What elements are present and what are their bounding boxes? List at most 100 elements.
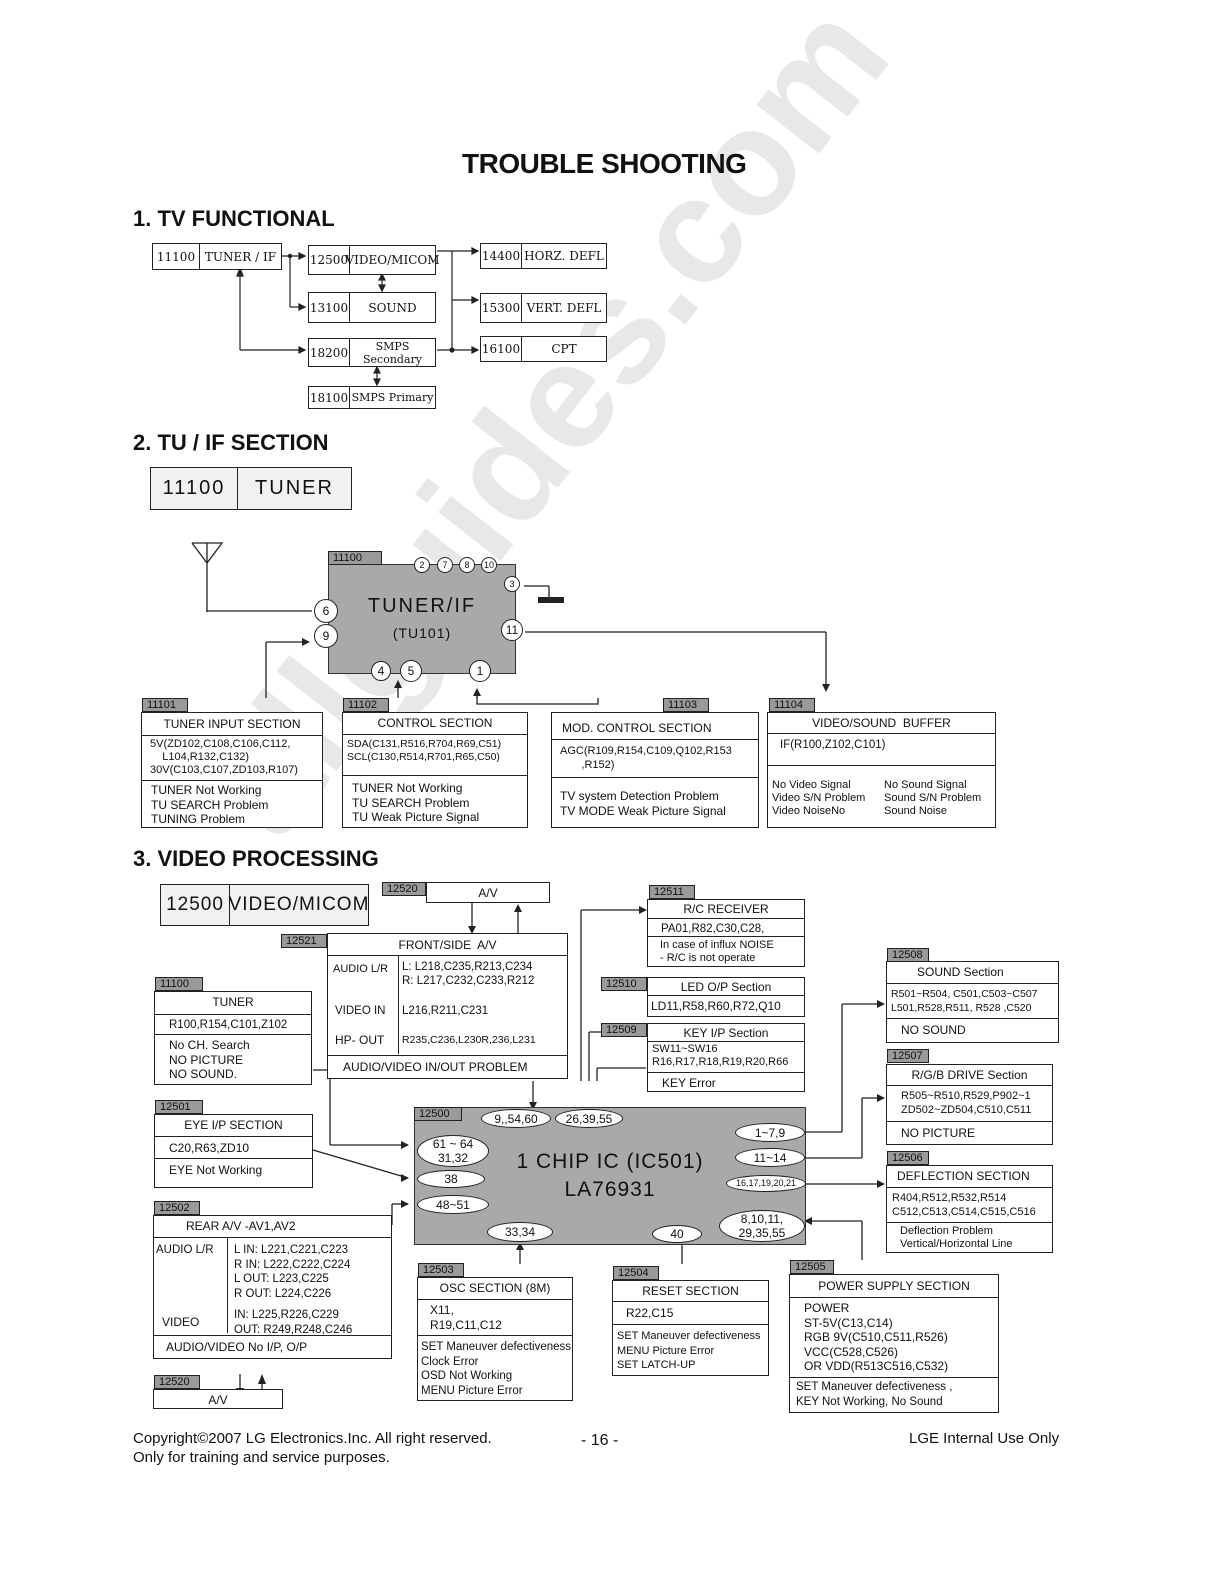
tuif-header-box: 11100 TUNER <box>150 467 352 510</box>
func-label: SMPS Secondary <box>349 339 435 366</box>
section-title: FRONT/SIDE A/V <box>398 938 497 952</box>
chip-name: 1 CHIP IC (IC501) <box>516 1150 704 1173</box>
section-parts: 5V(ZD102,C108,C106,C112, L104,R132,C132)… <box>150 738 298 776</box>
section-title: EYE I/P SECTION <box>184 1118 283 1132</box>
video-tuner-section: TUNER R100,R154,C101,Z102 No CH. Search … <box>154 991 312 1085</box>
section-title: TUNER <box>212 995 254 1009</box>
section-title: TUNER INPUT SECTION <box>163 717 301 731</box>
section-parts: AGC(R109,R154,C109,Q102,R153 ,R152) <box>560 745 732 771</box>
section-note: In case of influx NOISE - R/C is not ope… <box>660 939 774 964</box>
func-code: 16100 <box>481 342 521 356</box>
rgb-tag: 12507 <box>887 1049 929 1063</box>
footer-page-number: - 16 - <box>581 1432 619 1449</box>
rgb-drive-section: R/G/B DRIVE Section R505~R510,R529,P902~… <box>886 1064 1053 1145</box>
func-box-smps-primary: 18100 SMPS Primary <box>308 386 436 409</box>
func-box-horz-defl: 14400 HORZ. DEFL <box>480 243 607 269</box>
section-parts: C20,R63,ZD10 <box>169 1141 250 1155</box>
func-box-vert-defl: 15300 VERT. DEFL <box>480 293 607 323</box>
av-label: A/V <box>478 886 498 900</box>
front-side-av-section: FRONT/SIDE A/V AUDIO L/R L: L218,C235,R2… <box>327 933 568 1079</box>
section-parts: SDA(C131,R516,R704,R69,C51) SCL(C130,R51… <box>347 738 502 763</box>
power-supply-section: POWER SUPPLY SECTION POWER ST-5V(C13,C14… <box>789 1274 999 1413</box>
section-title: CONTROL SECTION <box>377 716 493 730</box>
chip-pin-group: 16,17,19,20,21 <box>726 1175 806 1192</box>
func-code: 12500 <box>309 253 349 267</box>
section-title: R/C RECEIVER <box>683 902 769 916</box>
section-heading-video-processing: 3. VIDEO PROCESSING <box>133 846 379 871</box>
section-title: VIDEO/SOUND BUFFER <box>812 716 951 730</box>
hp-out-parts: R235,C236,L230R,236,L231 <box>402 1034 536 1046</box>
video-tuner-tag: 11100 <box>155 977 203 991</box>
osc-section: OSC SECTION (8M) X11, R19,C11,C12 SET Ma… <box>417 1277 573 1401</box>
func-box-smps-secondary: 18200 SMPS Secondary <box>308 338 436 367</box>
func-label: SMPS Primary <box>349 387 435 408</box>
tuner-pin: 6 <box>314 599 338 623</box>
tuner-pin: 5 <box>400 660 422 682</box>
tuner-chip-tag: 11100 <box>328 551 382 565</box>
section-parts: R505~R510,R529,P902~1 ZD502~ZD504,C510,C… <box>901 1090 1032 1116</box>
section-symptoms: TV system Detection Problem TV MODE Weak… <box>560 789 726 818</box>
section-heading-tv-functional: 1. TV FUNCTIONAL <box>133 206 335 231</box>
audio-parts: L IN: L221,C221,C223 R IN: L222,C222,C22… <box>234 1244 351 1300</box>
section-symptoms: NO PICTURE <box>901 1126 976 1140</box>
section-title: LED O/P Section <box>680 980 772 994</box>
section-symptoms-video: No Video Signal Video S/N Problem Video … <box>772 779 866 817</box>
led-op-section: LED O/P Section LD11,R58,R60,R72,Q10 <box>647 977 805 1017</box>
osc-tag: 12503 <box>418 1263 464 1277</box>
deflection-section: DEFLECTION SECTION R404,R512,R532,R514 C… <box>886 1165 1053 1253</box>
func-label: VIDEO/MICOM <box>346 246 440 274</box>
func-label: VERT. DEFL <box>521 294 606 322</box>
sound-tag: 12508 <box>887 948 929 962</box>
tuner-pin: 1 <box>469 660 491 682</box>
section-parts: R501~R504, C501,C503~C507 L501,R528,R511… <box>891 988 1038 1014</box>
section-symptoms: EYE Not Working <box>169 1163 263 1177</box>
func-label: SOUND <box>349 293 435 322</box>
section-title: KEY I/P Section <box>683 1026 769 1040</box>
video-header-box: 12500 VIDEO/MICOM <box>160 884 369 926</box>
section-parts: PA01,R82,C30,C28, <box>661 923 765 935</box>
video-label: VIDEO <box>162 1315 200 1329</box>
section-symptoms: TUNER Not Working TU SEARCH Problem TUNI… <box>151 783 269 826</box>
func-code: 13100 <box>309 300 349 315</box>
power-tag: 12505 <box>790 1260 834 1274</box>
func-code: 15300 <box>481 301 521 315</box>
tuif-header-label: TUNER <box>237 468 351 509</box>
front-side-tag: 12521 <box>281 934 327 948</box>
chip-pin-group: 26,39,55 <box>555 1109 623 1128</box>
chip-pin-group: 40 <box>652 1225 702 1243</box>
led-tag: 12510 <box>601 977 647 991</box>
av-bottom-tag: 12520 <box>154 1375 200 1389</box>
eye-tag: 12501 <box>155 1100 203 1114</box>
buffer-section-tag: 11104 <box>769 698 815 712</box>
tuner-pin: 4 <box>371 661 391 681</box>
tuner-pin: 3 <box>504 576 520 592</box>
section-title: RESET SECTION <box>642 1284 739 1298</box>
av-label: A/V <box>208 1393 228 1407</box>
footer-training: Only for training and service purposes. <box>133 1449 390 1466</box>
tuner-input-section: TUNER INPUT SECTION 5V(ZD102,C108,C106,C… <box>141 712 323 828</box>
section-parts: R22,C15 <box>626 1306 674 1320</box>
key-tag: 12509 <box>601 1023 647 1037</box>
tuner-pin: 10 <box>481 557 497 573</box>
page-title: TROUBLE SHOOTING <box>462 148 747 179</box>
func-code: 18200 <box>309 345 349 360</box>
footer-internal: LGE Internal Use Only <box>909 1430 1060 1447</box>
chip-pin-group: 1~7,9 <box>735 1123 805 1142</box>
func-label: CPT <box>521 337 606 361</box>
func-box-video-micom: 12500 VIDEO/MICOM <box>308 245 440 275</box>
func-label: HORZ. DEFL <box>521 244 606 268</box>
functional-connectors <box>236 247 480 387</box>
rear-tag: 12502 <box>154 1201 200 1215</box>
chip-pin-group: 61 ~ 64 31,32 <box>417 1135 489 1167</box>
audio-parts: L: L218,C235,R213,C234 R: L217,C232,C233… <box>402 961 535 987</box>
section-symptoms: KEY Error <box>662 1076 716 1090</box>
video-in-label: VIDEO IN <box>335 1005 386 1017</box>
section-title: POWER SUPPLY SECTION <box>818 1279 970 1293</box>
mod-control-section: MOD. CONTROL SECTION AGC(R109,R154,C109,… <box>551 712 759 828</box>
chip-pin-group: 33,34 <box>487 1222 553 1242</box>
key-ip-section: KEY I/P Section SW11~SW16 R16,R17,R18,R1… <box>647 1023 805 1092</box>
section-parts: R404,R512,R532,R514 C512,C513,C514,C515,… <box>892 1192 1036 1218</box>
func-box-cpt: 16100 CPT <box>480 336 607 362</box>
section-symptoms: TUNER Not Working TU SEARCH Problem TU W… <box>352 781 480 824</box>
tuif-connectors <box>191 542 830 705</box>
